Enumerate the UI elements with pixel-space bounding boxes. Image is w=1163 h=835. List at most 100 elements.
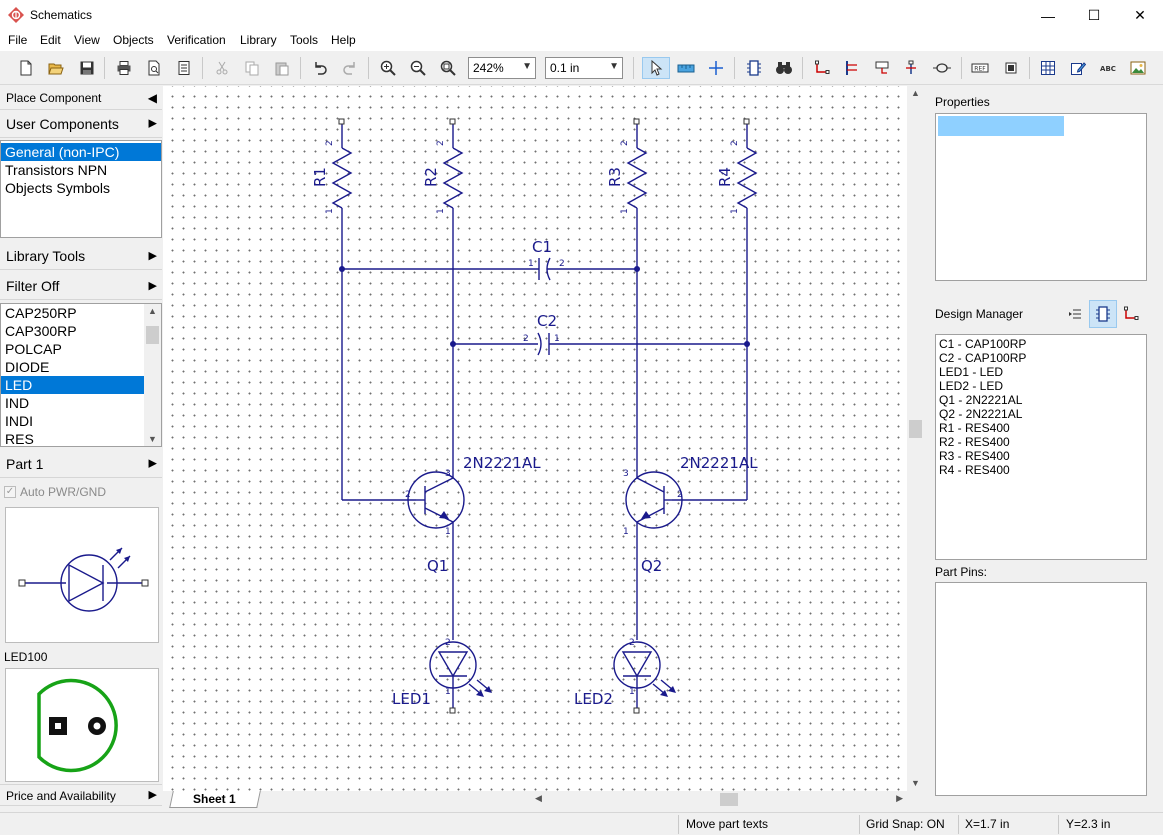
paste-button[interactable] — [271, 57, 293, 79]
menu-help[interactable]: Help — [331, 33, 356, 47]
ref-r1[interactable]: R1 — [311, 167, 329, 187]
report-button[interactable] — [173, 57, 195, 79]
canvas-vertical-scrollbar[interactable]: ▲ ▼ — [907, 86, 924, 791]
menu-library[interactable]: Library — [240, 33, 277, 47]
list-item[interactable]: INDI — [5, 413, 33, 429]
open-file-button[interactable] — [45, 57, 67, 79]
dm-nets-view-button[interactable] — [1122, 305, 1140, 323]
net-port-button[interactable] — [871, 57, 893, 79]
ref-led2[interactable]: LED2 — [574, 690, 613, 708]
value-q2[interactable]: 2N2221AL — [680, 454, 758, 472]
zoom-out-button[interactable] — [407, 57, 429, 79]
list-item[interactable]: R3 - RES400 — [939, 449, 1010, 463]
list-item[interactable]: CAP300RP — [5, 323, 77, 339]
dm-parts-view-button[interactable] — [1089, 300, 1117, 328]
list-item[interactable]: POLCAP — [5, 341, 62, 357]
list-item[interactable]: R2 - RES400 — [939, 435, 1010, 449]
part-pins-list[interactable] — [935, 582, 1147, 796]
list-item[interactable]: LED2 - LED — [939, 379, 1004, 393]
scrollbar-thumb[interactable] — [720, 793, 738, 806]
select-tool-button[interactable] — [642, 57, 670, 79]
list-item[interactable]: R1 - RES400 — [939, 421, 1010, 435]
crosshair-tool-button[interactable] — [705, 57, 727, 79]
close-button[interactable]: ✕ — [1117, 0, 1163, 31]
list-item[interactable]: Q2 - 2N2221AL — [939, 407, 1023, 421]
maximize-button[interactable]: ☐ — [1071, 0, 1117, 31]
list-item[interactable]: C1 - CAP100RP — [939, 337, 1027, 351]
schematic-canvas[interactable]: 2 1 2 1 2 1 2 1 1 2 2 1 3 2 1 3 2 1 2 1 … — [163, 86, 907, 791]
ref-q2[interactable]: Q2 — [641, 557, 662, 575]
scrollbar-thumb[interactable] — [909, 420, 922, 438]
ref-designator-button[interactable]: REF — [969, 57, 991, 79]
dm-text-view-button[interactable] — [1066, 305, 1084, 323]
edit-properties-button[interactable] — [1067, 57, 1089, 79]
spell-check-button[interactable]: ABC — [1097, 57, 1119, 79]
list-item[interactable]: General (non-IPC) — [1, 143, 161, 161]
list-item[interactable]: Transistors NPN — [5, 162, 108, 178]
list-item[interactable]: DIODE — [5, 359, 50, 375]
print-button[interactable] — [113, 57, 135, 79]
place-part-button[interactable] — [743, 57, 765, 79]
spreadsheet-button[interactable] — [1037, 57, 1059, 79]
undo-button[interactable] — [309, 57, 331, 79]
menu-verification[interactable]: Verification — [167, 33, 226, 47]
zoom-select[interactable]: 242% ▼ — [468, 57, 536, 79]
canvas-horizontal-scrollbar[interactable]: ◀ ▶ — [530, 791, 907, 808]
component-list-scrollbar[interactable]: ▲ ▼ — [144, 304, 161, 446]
list-item[interactable]: IND — [5, 395, 30, 411]
menu-view[interactable]: View — [74, 33, 100, 47]
chevron-down-icon[interactable]: ▼ — [911, 778, 920, 788]
list-item[interactable]: CAP250RP — [5, 305, 77, 321]
chevron-up-icon[interactable]: ▲ — [148, 306, 157, 316]
zoom-fit-button[interactable] — [437, 57, 459, 79]
collapse-left-icon[interactable]: ◀ — [147, 90, 157, 105]
menu-tools[interactable]: Tools — [290, 33, 319, 47]
list-item[interactable]: Q1 - 2N2221AL — [939, 393, 1023, 407]
zoom-in-button[interactable] — [377, 57, 399, 79]
list-item[interactable]: C2 - CAP100RP — [939, 351, 1027, 365]
net-connector-button[interactable] — [931, 57, 953, 79]
list-item[interactable]: Objects Symbols — [5, 180, 111, 196]
user-components-header[interactable]: User Components ▶ — [0, 111, 162, 138]
properties-grid[interactable] — [935, 113, 1147, 281]
chevron-down-icon[interactable]: ▼ — [148, 434, 157, 444]
sheet-tab-1[interactable]: Sheet 1 — [193, 792, 236, 806]
copy-button[interactable] — [241, 57, 263, 79]
menu-objects[interactable]: Objects — [113, 33, 154, 47]
power-symbol-button[interactable] — [900, 57, 922, 79]
ref-c1[interactable]: C1 — [532, 238, 552, 256]
footprint-button[interactable] — [1000, 57, 1022, 79]
bus-tool-button[interactable] — [841, 57, 863, 79]
image-button[interactable] — [1127, 57, 1149, 79]
grid-select[interactable]: 0.1 in ▼ — [545, 57, 623, 79]
ref-q1[interactable]: Q1 — [427, 557, 448, 575]
value-q1[interactable]: 2N2221AL — [463, 454, 541, 472]
ruler-tool-button[interactable] — [675, 57, 697, 79]
chevron-left-icon[interactable]: ◀ — [535, 793, 542, 803]
print-preview-button[interactable] — [143, 57, 165, 79]
list-item[interactable]: R4 - RES400 — [939, 463, 1010, 477]
ref-led1[interactable]: LED1 — [392, 690, 431, 708]
scrollbar-thumb[interactable] — [146, 326, 159, 344]
redo-button[interactable] — [339, 57, 361, 79]
minimize-button[interactable]: — — [1025, 0, 1071, 31]
auto-pwr-gnd-checkbox[interactable]: ✓ — [4, 486, 16, 498]
place-component-header[interactable]: Place Component ◀ — [0, 86, 162, 110]
chevron-up-icon[interactable]: ▲ — [911, 88, 920, 98]
library-tools-header[interactable]: Library Tools ▶ — [0, 242, 162, 270]
save-button[interactable] — [76, 57, 98, 79]
cut-button[interactable] — [211, 57, 233, 79]
menu-file[interactable]: File — [8, 33, 28, 47]
menu-edit[interactable]: Edit — [40, 33, 61, 47]
list-item[interactable]: LED — [1, 376, 144, 394]
wire-tool-button[interactable] — [811, 57, 833, 79]
ref-r2[interactable]: R2 — [422, 167, 440, 187]
ref-r3[interactable]: R3 — [606, 167, 624, 187]
price-availability-header[interactable]: Price and Availability ▶ — [0, 784, 162, 806]
list-item[interactable]: RES — [5, 431, 34, 447]
ref-r4[interactable]: R4 — [716, 167, 734, 187]
ref-c2[interactable]: C2 — [537, 312, 557, 330]
chevron-right-icon[interactable]: ▶ — [896, 793, 903, 803]
filter-header[interactable]: Filter Off ▶ — [0, 272, 162, 300]
list-item[interactable]: LED1 - LED — [939, 365, 1004, 379]
